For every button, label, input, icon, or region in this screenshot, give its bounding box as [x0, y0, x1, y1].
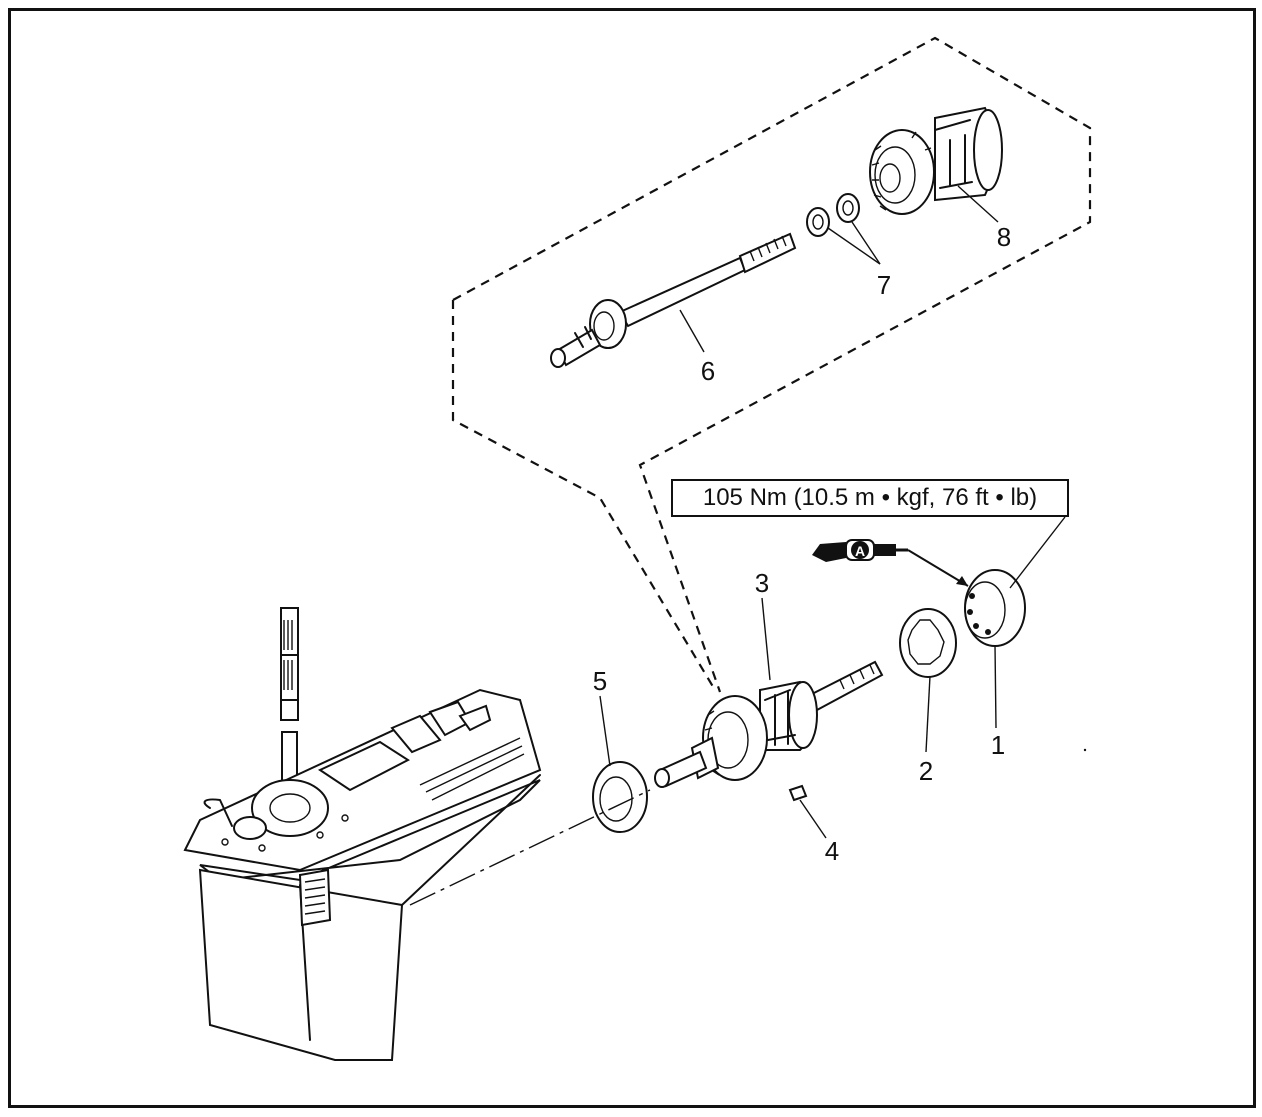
callout-4: 4 — [825, 836, 839, 866]
callout-7: 7 — [877, 270, 891, 300]
part-8-gear — [869, 106, 1003, 215]
lower-unit-case — [183, 607, 542, 1061]
part-4-key — [788, 784, 808, 802]
grease-arrow-head — [956, 576, 968, 586]
callout-6: 6 — [701, 356, 715, 386]
part-3-shaft-housing — [654, 660, 884, 788]
callout-5: 5 — [593, 666, 607, 696]
callout-2: 2 — [919, 756, 933, 786]
callout-8: 8 — [997, 222, 1011, 252]
callout-3: 3 — [755, 568, 769, 598]
torque-spec-label: 105 Nm (10.5 m • kgf, 76 ft • lb) — [671, 479, 1069, 517]
part-7-shims — [806, 193, 860, 237]
grease-arrow — [907, 549, 969, 587]
assembly-centerline — [409, 789, 651, 906]
detail-group-outline — [451, 36, 1092, 693]
leader-lines — [599, 185, 1066, 839]
stray-dot — [1083, 748, 1087, 752]
grease-symbol-letter: A — [855, 543, 865, 559]
part-2-lock-washer — [899, 608, 957, 678]
part-1-ring-nut — [964, 569, 1026, 647]
part-5-washer — [592, 761, 648, 833]
part-6-propeller-shaft — [550, 232, 797, 368]
grease-applicator-icon — [812, 539, 908, 562]
callout-1: 1 — [991, 730, 1005, 760]
